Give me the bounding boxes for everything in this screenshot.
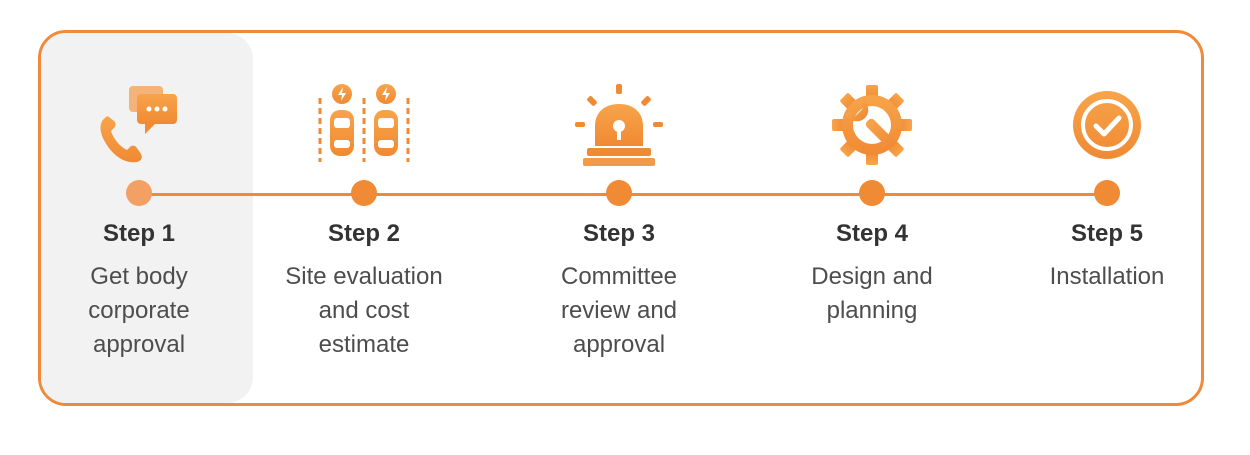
ev-parking-icon <box>314 80 414 170</box>
step-1-description: Get body corporate approval <box>88 263 190 358</box>
step-1: Step 1 Get body corporate approval <box>29 80 249 362</box>
check-circle-icon <box>1057 80 1157 170</box>
alarm-siren-icon <box>569 80 669 170</box>
step-2: Step 2 Site evaluation and cost estimate <box>254 80 474 362</box>
step-3: Step 3 Committee review and approval <box>509 80 729 362</box>
step-3-description: Committee review and approval <box>560 263 678 358</box>
step-4: Step 4 Design and planning <box>762 80 982 328</box>
step-1-label: Step 1 <box>102 220 176 247</box>
step-2-marker <box>351 180 377 206</box>
phone-chat-icon <box>89 80 189 170</box>
step-4-description: Design and planning <box>811 263 933 324</box>
step-4-label: Step 4 <box>835 220 909 247</box>
step-1-marker <box>126 180 152 206</box>
step-4-marker <box>859 180 885 206</box>
step-2-label: Step 2 <box>327 220 401 247</box>
gear-wrench-icon <box>822 80 922 170</box>
step-2-description: Site evaluation and cost estimate <box>285 263 443 358</box>
step-5-description: Installation <box>1049 263 1165 290</box>
step-3-marker <box>606 180 632 206</box>
step-5-marker <box>1094 180 1120 206</box>
step-3-label: Step 3 <box>582 220 656 247</box>
step-5-label: Step 5 <box>1070 220 1144 247</box>
step-5: Step 5 Installation <box>997 80 1217 294</box>
